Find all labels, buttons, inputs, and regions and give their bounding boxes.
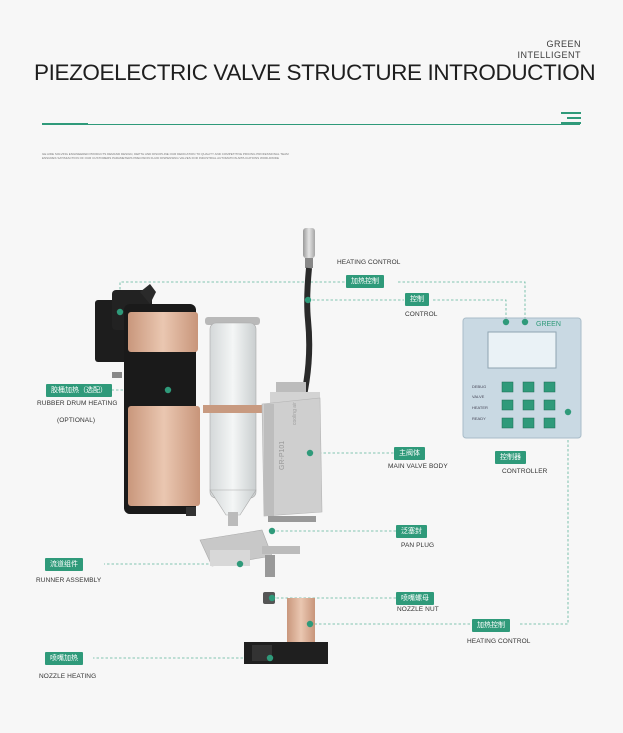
label-nozzle-nut: NOZZLE NUT	[397, 606, 439, 613]
menu-icon[interactable]	[561, 112, 581, 126]
tag-rubber-drum-heating: 胶桶加热（选配）	[46, 384, 112, 397]
divider	[42, 124, 580, 125]
runner-assembly	[199, 529, 300, 577]
rubber-drum-heater	[95, 284, 200, 516]
side-marking: cooling air	[292, 402, 298, 425]
label-controller: CONTROLLER	[502, 468, 548, 475]
tag-pan-plug: 泛塞封	[396, 525, 427, 538]
controller-row-4: READY	[472, 416, 486, 421]
tag-controller: 控制器	[495, 451, 526, 464]
label-pan-plug: PAN PLUG	[401, 542, 435, 549]
brand-line-2: INTELLIGENT	[517, 50, 581, 60]
tag-main-valve-body: 主阀体	[394, 447, 425, 460]
brand-line-1: GREEN	[546, 39, 581, 49]
label-control: CONTROL	[405, 311, 438, 318]
controller-device: GREEN DEBUG VALVE HEATER READY	[462, 317, 582, 439]
controller-row-2: VALVE	[472, 394, 485, 399]
label-heating-control-bottom: HEATING CONTROL	[467, 638, 531, 645]
main-valve-body: GR-P101 cooling air	[261, 382, 323, 522]
model-marking: GR-P101	[279, 441, 286, 470]
syringe-barrel	[203, 317, 265, 526]
tag-runner-assembly: 流道组件	[45, 558, 83, 571]
tag-nozzle-nut: 喷嘴螺母	[396, 592, 434, 605]
label-rubber-drum-heating: RUBBER DRUM HEATING	[37, 400, 118, 407]
label-nozzle-heating: NOZZLE HEATING	[39, 673, 97, 680]
intro-text: GE AIDE SOLVING ENGINEERED PRODUCTS DEMA…	[42, 152, 289, 161]
label-heating-control-top: HEATING CONTROL	[337, 259, 401, 266]
tag-nozzle-heating: 喷嘴加热	[45, 652, 83, 665]
label-optional: (OPTIONAL)	[57, 417, 96, 424]
divider-accent	[42, 123, 88, 125]
label-runner-assembly: RUNNER ASSEMBLY	[36, 577, 102, 584]
controller-logo: GREEN	[536, 321, 561, 328]
controller-row-1: DEBUG	[472, 384, 486, 389]
page-title: PIEZOELECTRIC VALVE STRUCTURE INTRODUCTI…	[34, 60, 596, 85]
label-main-valve-body: MAIN VALVE BODY	[388, 463, 448, 470]
tag-heating-control-top: 加热控制	[346, 275, 384, 288]
tag-control: 控制	[405, 293, 429, 306]
nozzle-heater	[244, 598, 328, 664]
tag-heating-control-bottom: 加热控制	[472, 619, 510, 632]
controller-row-3: HEATER	[472, 405, 488, 410]
brand-mark: GREEN INTELLIGENT	[517, 39, 581, 61]
heating-cable	[300, 228, 315, 401]
